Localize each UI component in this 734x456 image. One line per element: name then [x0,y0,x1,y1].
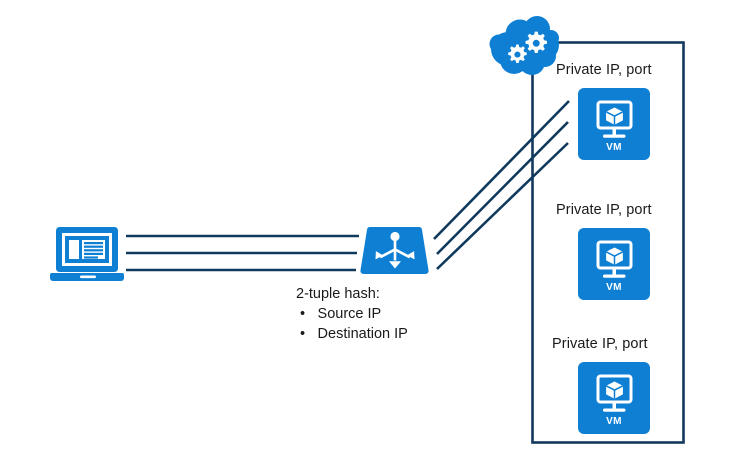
hash-bullet-2: • [300,326,306,343]
vm-1-endpoint-caption: Private IP, port [556,62,652,78]
hash-item-label-1: Source IP [317,306,382,323]
vnet-boundary [531,41,685,444]
vm-3-endpoint-caption: Private IP, port [552,336,648,352]
gear-large-icon [525,31,547,53]
lb-to-vm-connections [433,100,570,270]
vm-2-label: VM [606,282,622,293]
lb-vm-line-2 [436,121,569,255]
balance-arrows-glyph [375,231,415,269]
hash-annotation-title: 2-tuple hash: [296,286,380,302]
vm-2-endpoint-caption: Private IP, port [556,202,652,218]
hash-bullet-1: • [300,306,306,323]
vm-1-label: VM [606,142,622,153]
hash-annotation-item-2: • Destination IP [296,325,408,343]
client-to-lb-connections [126,234,359,272]
lb-vm-line-3 [436,142,569,270]
gear-small-icon [508,44,527,63]
screen-panel-left [69,240,79,259]
lb-vm-line-1 [433,100,570,240]
hash-annotation: 2-tuple hash: • Source IP • Destination … [296,286,408,343]
hash-annotation-item-1: • Source IP [296,305,396,323]
hash-item-label-2: Destination IP [317,326,408,343]
vm-3-label: VM [606,416,622,427]
